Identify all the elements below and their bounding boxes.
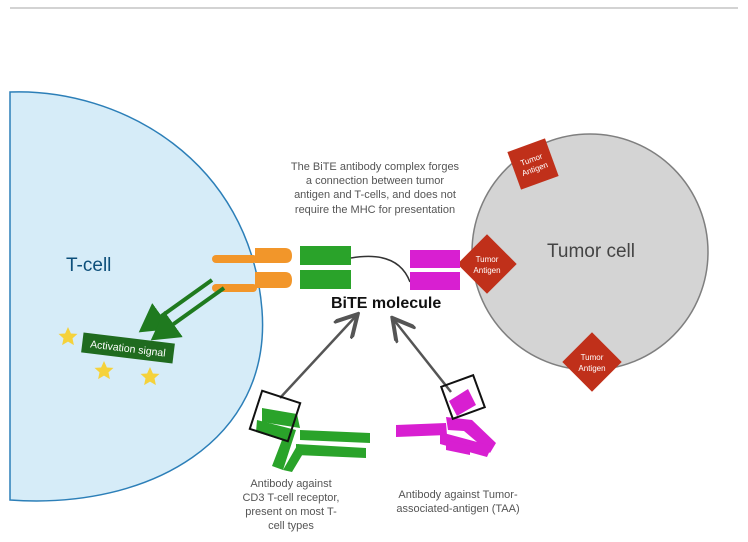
cd3-antibody-caption: Antibody against CD3 T-cell receptor, pr… — [242, 478, 339, 532]
bite-magenta-domain — [410, 250, 460, 290]
svg-text:present on most T-: present on most T- — [245, 506, 337, 518]
description: The BiTE antibody complex forges a conne… — [291, 161, 460, 216]
svg-text:The BiTE antibody complex forg: The BiTE antibody complex forges — [291, 161, 460, 173]
tumor-antigen-left-l1: Tumor — [476, 255, 499, 264]
taa-antibody-icon — [396, 389, 496, 457]
double-arrow-icon — [138, 278, 226, 341]
arrow-taa-to-bite — [394, 320, 452, 393]
arrow-cd3-to-bite — [279, 316, 356, 399]
tumor-antigen-bottom-l1: Tumor — [581, 353, 604, 362]
bite-molecule-label: BiTE molecule — [331, 295, 441, 312]
tumor-antigen-left-l2: Antigen — [473, 266, 500, 275]
star-icon — [58, 327, 160, 386]
svg-text:cell types: cell types — [268, 520, 314, 532]
svg-text:Antibody against Tumor-: Antibody against Tumor- — [398, 489, 518, 501]
taa-antibody-caption: Antibody against Tumor- associated-antig… — [396, 489, 519, 515]
activation-signal-badge: Activation signal — [81, 332, 175, 364]
orange-receptor-icon — [212, 248, 292, 292]
t-cell-label: T-cell — [66, 255, 111, 276]
tumor-antigen-bottom-l2: Antigen — [578, 364, 605, 373]
svg-text:require the MHC for presentati: require the MHC for presentation — [295, 204, 455, 216]
svg-text:CD3 T-cell receptor,: CD3 T-cell receptor, — [242, 492, 339, 504]
tumor-cell-label: Tumor cell — [547, 241, 635, 262]
taa-antibody-highlight — [439, 373, 487, 421]
t-cell — [9, 91, 264, 502]
bite-linker — [350, 255, 411, 283]
svg-text:associated-antigen (TAA): associated-antigen (TAA) — [396, 503, 519, 515]
cd3-antibody-highlight — [248, 389, 302, 443]
bite-green-domain — [300, 246, 351, 289]
svg-text:antigen and T-cells, and does: antigen and T-cells, and does not — [294, 189, 456, 201]
svg-text:a connection between tumor: a connection between tumor — [306, 175, 445, 187]
cd3-antibody-icon — [256, 408, 370, 472]
top-divider — [10, 7, 738, 9]
svg-text:Antibody against: Antibody against — [250, 478, 331, 490]
tumor-antigen-top: Tumor Antigen — [507, 138, 559, 190]
